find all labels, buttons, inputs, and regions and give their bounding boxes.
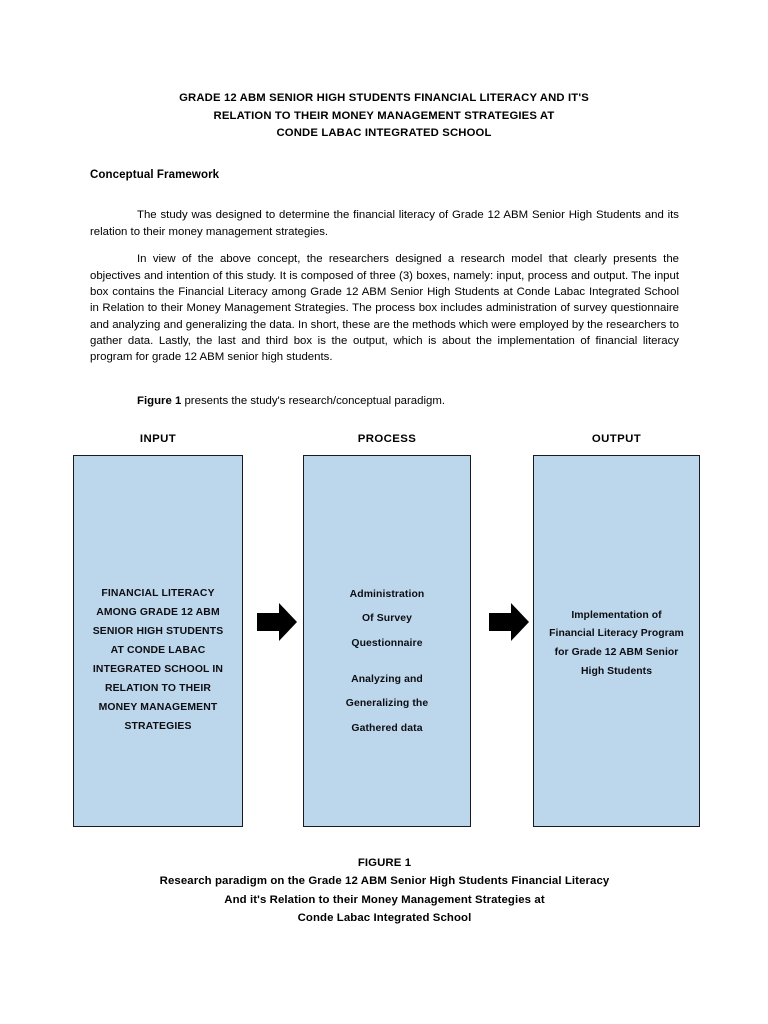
figure-caption: FIGURE 1 Research paradigm on the Grade …: [90, 854, 679, 928]
paragraph-figure-reference: Figure 1 presents the study's research/c…: [90, 393, 679, 409]
arrow-right-icon-input-to-process: [255, 600, 299, 644]
figure-reference-label: Figure 1: [137, 395, 182, 408]
document-title-line-2: RELATION TO THEIR MONEY MANAGEMENT STRAT…: [213, 109, 555, 122]
figure-caption-line-2: Research paradigm on the Grade 12 ABM Se…: [159, 875, 610, 888]
column-header-process: PROCESS: [357, 433, 417, 445]
document-title-line-1: GRADE 12 ABM SENIOR HIGH STUDENTS FINANC…: [179, 92, 589, 104]
paragraph-study-purpose: The study was designed to determine the …: [90, 209, 679, 238]
figure-caption-line-1: FIGURE 1: [357, 857, 412, 869]
figure-caption-line-4: Conde Labac Integrated School: [297, 912, 472, 925]
arrow-right-icon-process-to-output: [487, 600, 531, 644]
document-title-line-3: CONDE LABAC INTEGRATED SCHOOL: [276, 127, 492, 139]
paragraph-research-model: In view of the above concept, the resear…: [90, 253, 679, 364]
column-header-input: INPUT: [139, 433, 177, 445]
figure-reference-text: presents the study's research/conceptual…: [181, 395, 445, 408]
section-heading-conceptual-framework: Conceptual Framework: [90, 169, 220, 181]
figure-caption-line-3: And it's Relation to their Money Managem…: [224, 893, 545, 906]
column-header-output: OUTPUT: [591, 433, 642, 445]
document-title: GRADE 12 ABM SENIOR HIGH STUDENTS FINANC…: [90, 90, 678, 143]
